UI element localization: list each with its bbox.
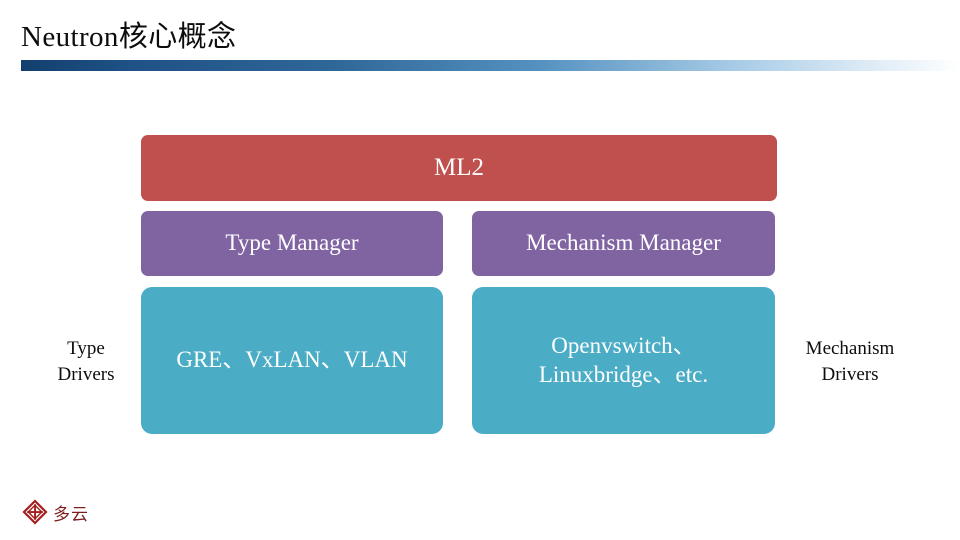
mechanism-drivers-text: Openvswitch、 Linuxbridge、etc. — [539, 332, 708, 390]
mechanism-drivers-line-2: Linuxbridge、etc. — [538, 361, 709, 387]
type-drivers-text: GRE、VxLAN、VLAN — [176, 346, 407, 375]
type-manager-label: Type Manager — [225, 230, 359, 256]
mechanism-manager-block: Mechanism Manager — [472, 211, 775, 276]
logo-text: 多云 — [53, 504, 89, 524]
type-manager-block: Type Manager — [141, 211, 443, 276]
diamond-logo-icon — [22, 499, 48, 525]
type-drivers-caption-line-2: Drivers — [57, 364, 115, 385]
type-drivers-caption-line-1: Type — [67, 338, 105, 359]
ml2-block: ML2 — [141, 135, 777, 201]
mechanism-drivers-caption: Mechanism Drivers — [780, 336, 920, 388]
mechanism-drivers-caption-line-2: Drivers — [821, 364, 879, 385]
page-title: Neutron核心概念 — [21, 21, 237, 53]
title-gradient-rule — [21, 60, 960, 71]
type-drivers-line-1: GRE、VxLAN、VLAN — [176, 347, 408, 373]
mechanism-manager-label: Mechanism Manager — [526, 230, 721, 256]
ml2-block-label: ML2 — [434, 154, 484, 182]
type-drivers-block: GRE、VxLAN、VLAN — [141, 287, 443, 434]
footer-logo: 多云 — [22, 499, 89, 525]
mechanism-drivers-caption-line-1: Mechanism — [805, 338, 895, 359]
mechanism-drivers-block: Openvswitch、 Linuxbridge、etc. — [472, 287, 775, 434]
mechanism-drivers-line-1: Openvswitch、 — [551, 332, 696, 358]
type-drivers-caption: Type Drivers — [34, 336, 138, 388]
